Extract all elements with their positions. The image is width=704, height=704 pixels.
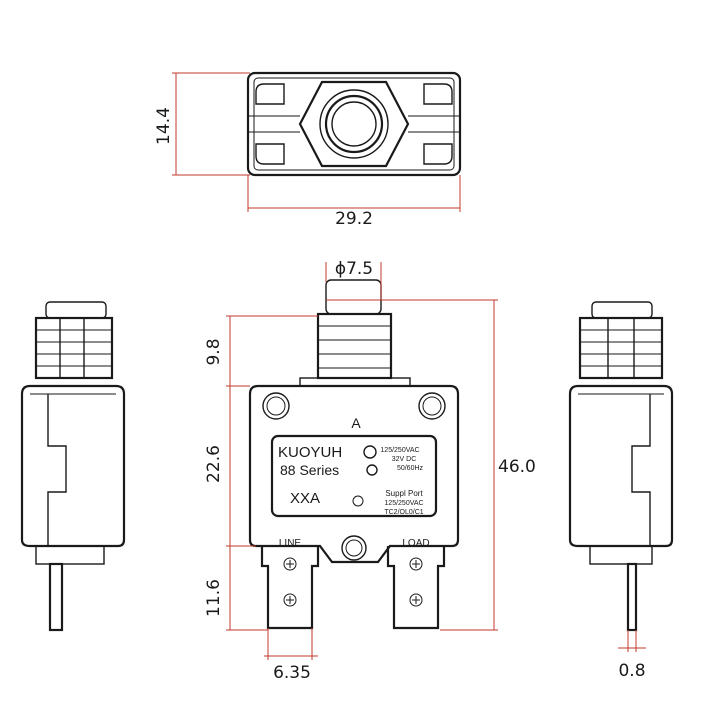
model-number: XXA [290, 490, 320, 507]
pole-marker: A [351, 415, 361, 431]
suppl-port: Suppl Port [385, 489, 423, 498]
rating-freq: 50/60Hz [397, 465, 424, 472]
dim-top-width: 29.2 [335, 209, 373, 229]
dim-overall-height: 46.0 [498, 457, 536, 477]
dim-terminal-length: 11.6 [204, 579, 224, 617]
load-label: LOAD [402, 538, 429, 549]
left-side-view [20, 301, 126, 632]
front-view [226, 262, 498, 660]
rating-dc: 32V DC [392, 456, 417, 463]
brand-name: KUOYUH [278, 444, 342, 461]
dim-terminal-width: 6.35 [273, 663, 311, 683]
dim-terminal-thickness: 0.8 [618, 661, 645, 681]
dim-button-height: 9.8 [204, 338, 224, 365]
approval-code: TC2/OL0/C1 [384, 509, 423, 516]
line-label: LINE [279, 538, 302, 549]
dim-button-dia: ϕ7.5 [335, 259, 373, 279]
right-side-view [568, 301, 674, 652]
dim-body-height: 22.6 [204, 445, 224, 483]
series-name: 88 Series [280, 462, 339, 478]
top-view [172, 71, 462, 212]
rating-ac: 125/250VAC [380, 447, 419, 454]
rating-ac-2: 125/250VAC [384, 500, 423, 507]
dim-top-height: 14.4 [154, 107, 174, 145]
